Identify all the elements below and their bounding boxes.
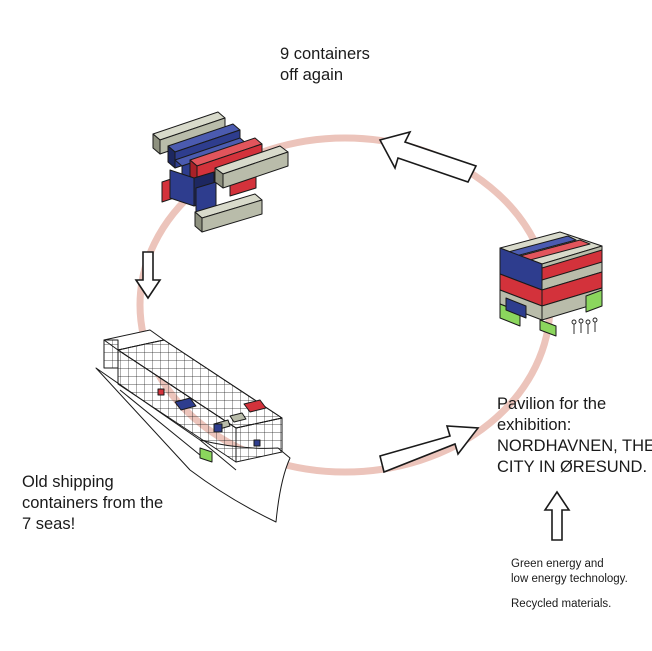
label-line: Recycled materials. <box>511 598 612 610</box>
container-ship <box>95 329 291 523</box>
label-green-energy: Green energy and low energy technology. <box>511 557 628 587</box>
label-line: NORDHAVNEN, THE <box>497 437 652 455</box>
arrow-top-right <box>378 130 478 183</box>
label-old-shipping-containers: Old shipping containers from the 7 seas! <box>22 472 163 535</box>
label-line: exhibition: <box>497 416 572 434</box>
label-recycled-materials: Recycled materials. <box>511 597 611 612</box>
label-line: Old shipping <box>22 473 114 491</box>
label-line: containers from the <box>22 494 164 512</box>
people-figures <box>571 317 598 334</box>
label-line: 7 seas! <box>22 515 76 533</box>
label-line: off again <box>280 66 344 84</box>
label-pavilion: Pavilion for the exhibition: NORDHAVNEN,… <box>497 394 652 478</box>
label-line: low energy technology. <box>511 573 628 585</box>
arrow-down-left <box>134 251 162 300</box>
arrow-bottom-right <box>379 425 480 474</box>
label-line: CITY IN ØRESUND. <box>497 458 648 476</box>
arrow-up <box>543 490 571 541</box>
label-containers-off-again: 9 containers off again <box>280 44 370 86</box>
stacked-containers <box>152 111 289 233</box>
label-line: Green energy and <box>511 558 604 570</box>
label-line: Pavilion for the <box>497 395 607 413</box>
pavilion-cube <box>499 231 603 337</box>
label-line: 9 containers <box>280 45 370 63</box>
